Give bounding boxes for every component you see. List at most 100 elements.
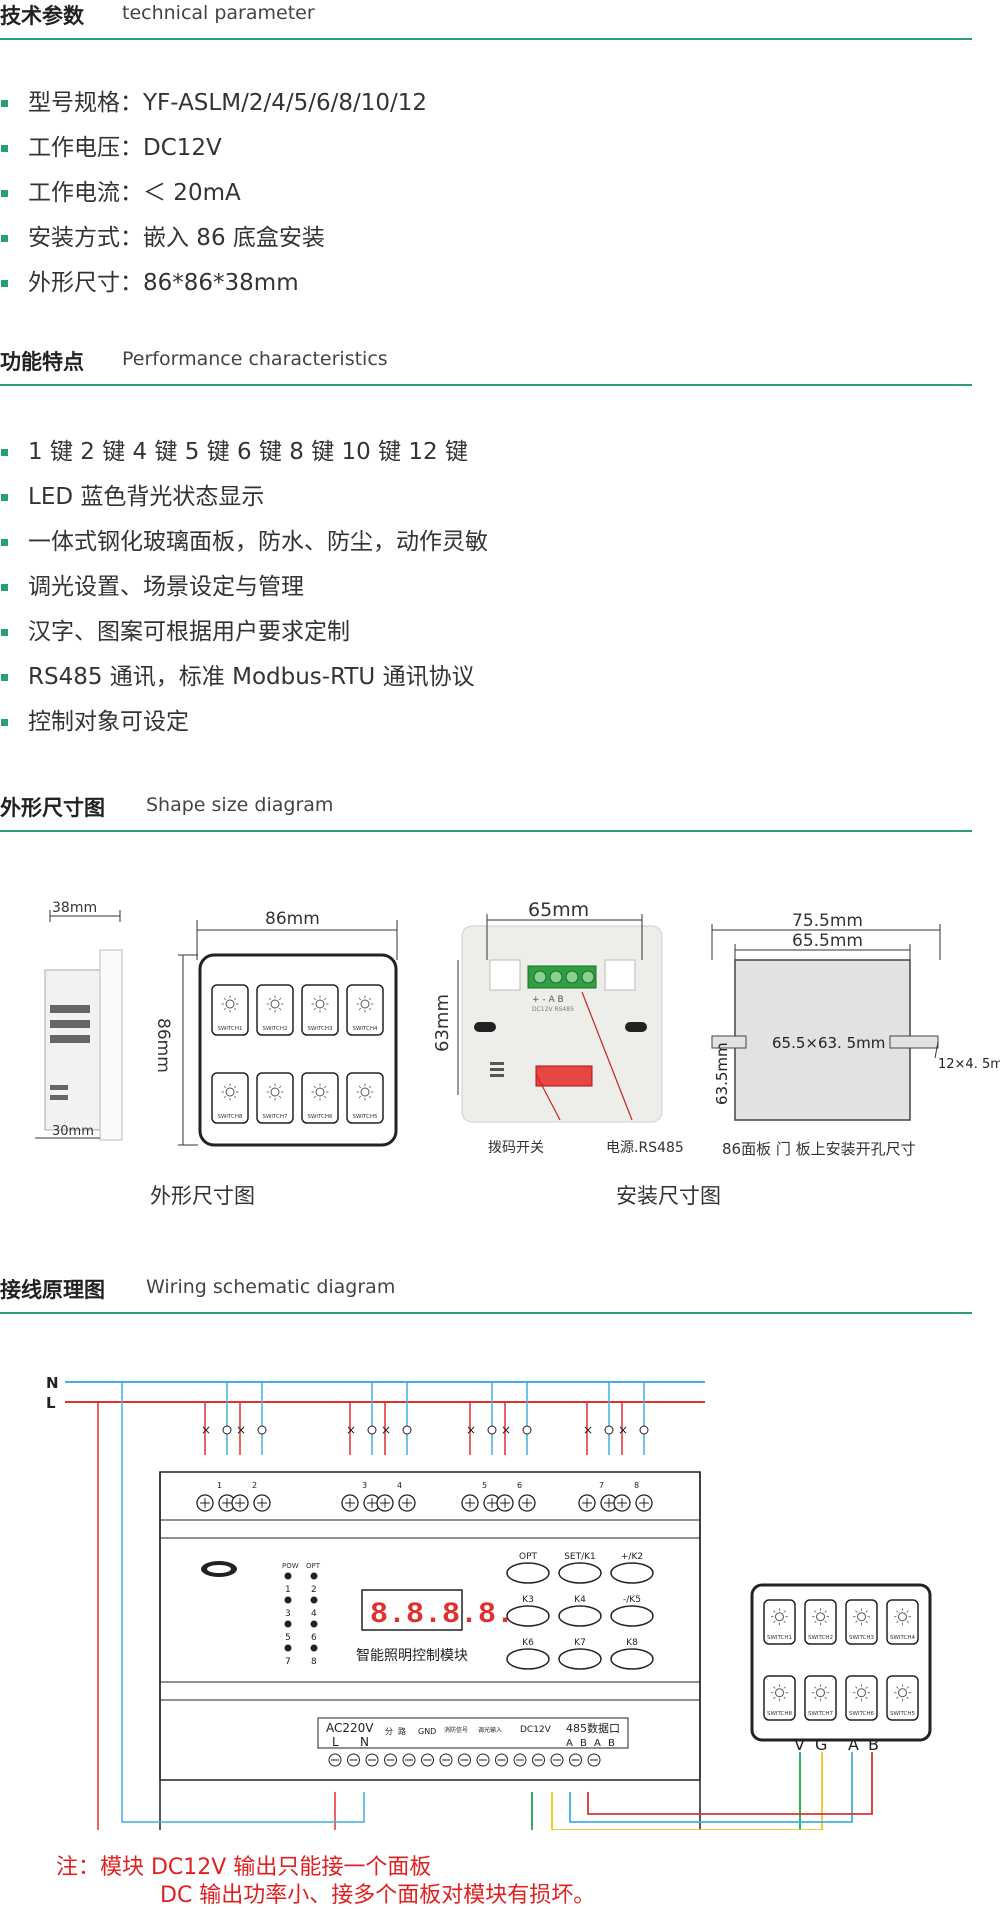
module-name: 智能照明控制模块: [356, 1648, 468, 1664]
section-title-en: Shape size diagram: [146, 794, 334, 816]
module-button: [610, 1605, 654, 1627]
panel-key: SWITCH1: [763, 1599, 796, 1645]
switch-icon: ×: [501, 1423, 511, 1437]
section-header-wiring: 接线原理图 Wiring schematic diagram: [0, 1274, 972, 1314]
bullet-icon: [1, 674, 8, 681]
bulb-icon: [315, 1087, 325, 1097]
panel-key: SWITCH4: [886, 1599, 919, 1645]
key-label: SWITCH8: [217, 1114, 243, 1120]
svg-text:L: L: [332, 1735, 339, 1749]
svg-text:AC220V: AC220V: [326, 1721, 374, 1735]
list-item: 汉字、图案可根据用户要求定制: [0, 617, 488, 662]
module-button-label: SET/K1: [564, 1552, 596, 1562]
bulb-icon: [225, 999, 235, 1009]
panel-key: SWITCH2: [804, 1599, 837, 1645]
tech-param-list: 型号规格：YF-ASLM/2/4/5/6/8/10/12 工作电压：DC12V …: [0, 88, 427, 313]
svg-text:GND: GND: [418, 1727, 436, 1736]
cutout-view: 75.5mm 65.5mm 65.5×63. 5mm 12×4. 5mm 63.…: [711, 911, 1000, 1158]
cut-slot-dim: 12×4. 5mm: [938, 1057, 1000, 1072]
front-key: SWITCH2: [256, 984, 294, 1036]
list-item: 一体式钢化玻璃面板，防水、防尘，动作灵敏: [0, 527, 488, 572]
lamp-icon: [639, 1425, 649, 1435]
front-key: SWITCH8: [211, 1072, 249, 1124]
front-key: SWITCH5: [346, 1072, 384, 1124]
module-button: [506, 1562, 550, 1584]
bullet-icon: [1, 235, 8, 242]
power-rs485-label: 电源.RS485: [606, 1140, 684, 1156]
module-button-label: +/K2: [621, 1552, 643, 1562]
list-item: 工作电压：DC12V: [0, 133, 427, 178]
module-button: [558, 1648, 602, 1670]
bulb-icon: [270, 1087, 280, 1097]
module-button-label: K7: [574, 1638, 586, 1648]
list-item: RS485 通讯，标准 Modbus-RTU 通讯协议: [0, 662, 488, 707]
svg-text:3: 3: [362, 1481, 367, 1490]
switch-icon: ×: [201, 1423, 211, 1437]
svg-text:4: 4: [311, 1609, 317, 1619]
note-line-2: DC 输出功率小、接多个面板对模块有损坏。: [160, 1883, 596, 1908]
bulb-icon: [898, 1612, 907, 1622]
led-dot: [284, 1620, 292, 1628]
list-item: 外形尺寸：86*86*38mm: [0, 268, 427, 313]
back-height-dim: 63mm: [432, 994, 453, 1052]
led-dot: [284, 1572, 292, 1580]
section-title-zh: 功能特点: [0, 350, 84, 374]
list-item: 安装方式：嵌入 86 底盒安装: [0, 223, 427, 268]
section-header-shape: 外形尺寸图 Shape size diagram: [0, 792, 972, 832]
led-dot: [310, 1572, 318, 1580]
svg-text:8: 8: [311, 1657, 317, 1667]
svg-text:2: 2: [252, 1481, 257, 1490]
panel-terminal-v: V: [794, 1735, 805, 1754]
panel-key: SWITCH3: [845, 1599, 878, 1645]
module-button-label: K8: [626, 1638, 638, 1648]
key-label: SWITCH5: [890, 1711, 916, 1717]
switch-icon: ×: [583, 1423, 593, 1437]
svg-text:消防信号: 消防信号: [444, 1726, 468, 1734]
svg-text:2: 2: [311, 1585, 317, 1595]
module-button: [558, 1562, 602, 1584]
dip-switch-label: 拨码开关: [488, 1140, 544, 1156]
bulb-icon: [816, 1688, 825, 1698]
front-key: SWITCH7: [256, 1072, 294, 1124]
svg-text:485数据口: 485数据口: [566, 1721, 620, 1735]
shape-caption: 外形尺寸图: [150, 1184, 255, 1208]
feature-list: 1 键 2 键 4 键 5 键 6 键 8 键 10 键 12 键 LED 蓝色…: [0, 437, 488, 752]
side-bottom-dim: 30mm: [52, 1124, 94, 1139]
section-title-en: Performance characteristics: [122, 348, 388, 370]
install-caption: 安装尺寸图: [616, 1184, 721, 1208]
section-header-tech: 技术参数 technical parameter: [0, 0, 972, 40]
svg-text:OPT: OPT: [306, 1562, 321, 1570]
list-item: 型号规格：YF-ASLM/2/4/5/6/8/10/12: [0, 88, 427, 133]
lamp-icon: [257, 1425, 267, 1435]
key-label: SWITCH5: [352, 1114, 378, 1120]
section-header-perf: 功能特点 Performance characteristics: [0, 346, 972, 386]
key-label: SWITCH2: [262, 1026, 287, 1032]
bulb-icon: [857, 1688, 866, 1698]
bulb-icon: [816, 1612, 825, 1622]
bulb-icon: [225, 1087, 235, 1097]
panel-key: SWITCH8: [763, 1675, 796, 1721]
panel-terminal-a: A: [848, 1735, 859, 1754]
back-terminal-sub: DC12V RS485: [532, 1006, 574, 1013]
bulb-icon: [857, 1612, 866, 1622]
front-key: SWITCH3: [301, 984, 339, 1036]
list-item: LED 蓝色背光状态显示: [0, 482, 488, 527]
svg-text:A: A: [594, 1738, 601, 1749]
side-top-dim: 38mm: [52, 900, 97, 916]
note-line-1: 注：模块 DC12V 输出只能接一个面板: [56, 1855, 432, 1880]
key-label: SWITCH1: [767, 1635, 792, 1641]
svg-text:B: B: [608, 1738, 615, 1749]
segment-display: 8.8.8.8.: [370, 1598, 514, 1632]
section-title-zh: 外形尺寸图: [0, 796, 105, 820]
bulb-icon: [315, 999, 325, 1009]
front-key: SWITCH6: [301, 1072, 339, 1124]
bullet-icon: [1, 494, 8, 501]
switch-icon: ×: [236, 1423, 246, 1437]
svg-text:7: 7: [599, 1481, 604, 1490]
panel-terminal-b: B: [868, 1735, 879, 1754]
lamp-icon: [402, 1425, 412, 1435]
svg-text:5: 5: [285, 1633, 291, 1643]
bulb-icon: [775, 1688, 784, 1698]
